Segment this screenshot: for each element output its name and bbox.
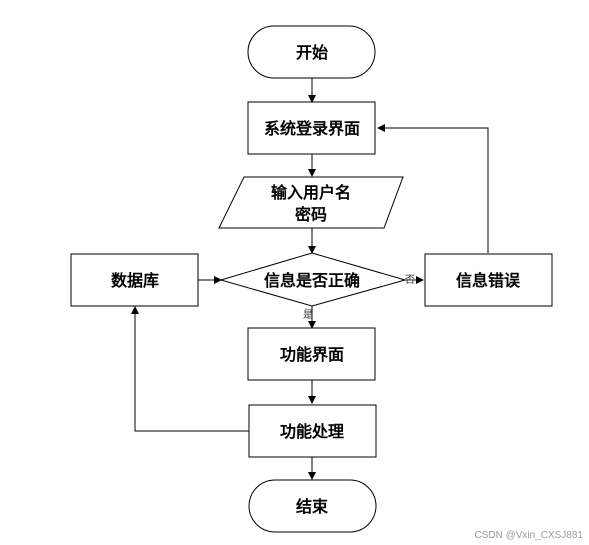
yes-edge-label: 是 <box>303 309 313 321</box>
function-page-process: 功能界面 <box>247 327 376 381</box>
start-terminal: 开始 <box>247 25 376 79</box>
database-label: 数据库 <box>111 271 159 290</box>
input-label-line1: 输入用户名 <box>271 183 351 202</box>
no-edge-label: 否 <box>405 274 415 286</box>
database-node: 数据库 <box>70 253 199 307</box>
error-process: 信息错误 <box>424 253 553 307</box>
login-page-label: 系统登录界面 <box>264 119 360 138</box>
start-label: 开始 <box>296 43 328 62</box>
function-process-label: 功能处理 <box>280 422 344 441</box>
error-label: 信息错误 <box>456 271 521 290</box>
check-decision: 信息是否正确 <box>219 252 407 307</box>
check-label: 信息是否正确 <box>264 271 360 290</box>
function-page-label: 功能界面 <box>280 345 344 364</box>
edge-error-to-login <box>377 124 489 253</box>
watermark-text: CSDN @Vxin_CXSJ881 <box>474 530 583 541</box>
login-page-process: 系统登录界面 <box>247 101 376 155</box>
function-process-node: 功能处理 <box>248 404 377 458</box>
end-terminal: 结束 <box>248 479 377 533</box>
input-label-line2: 密码 <box>294 205 327 224</box>
end-label: 结束 <box>295 497 329 516</box>
input-credentials-io: 输入用户名 密码 <box>218 176 404 229</box>
edge-process-to-database <box>131 306 249 432</box>
